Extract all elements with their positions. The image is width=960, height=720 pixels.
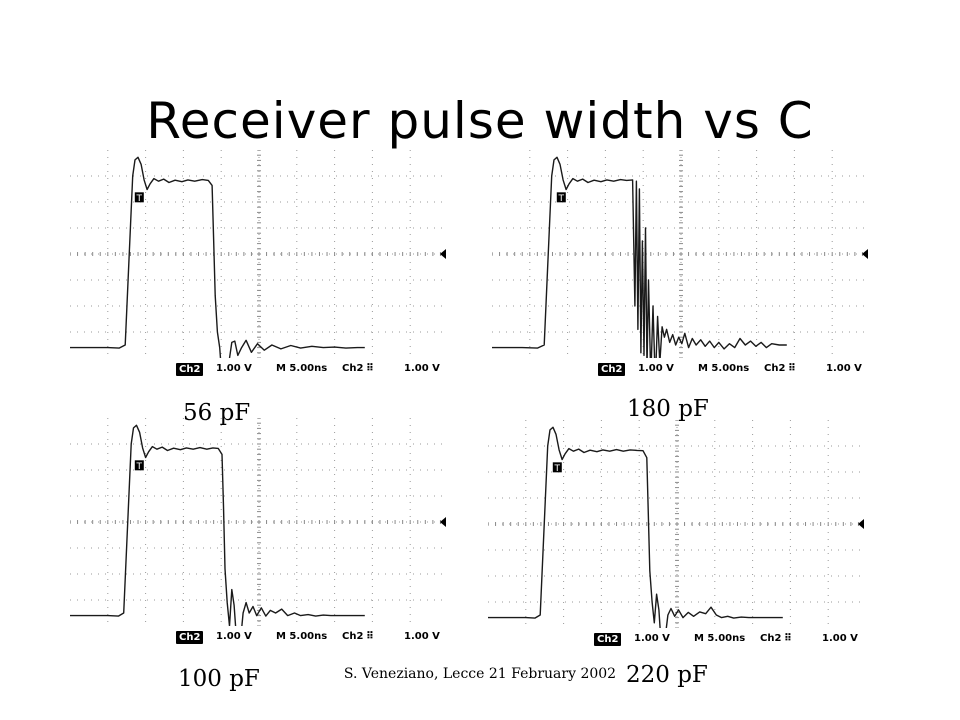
trigger-level-arrow-icon bbox=[862, 249, 868, 259]
trigger-marker-label: T bbox=[136, 194, 143, 204]
capacitance-label-180pf: 180 pF bbox=[627, 396, 709, 422]
trigger-marker-label: T bbox=[558, 194, 565, 204]
trigger-marker: T bbox=[556, 192, 566, 204]
scope-screen: T bbox=[492, 150, 870, 358]
timebase: M 5.00ns bbox=[276, 363, 328, 374]
trigger-marker-label: T bbox=[554, 464, 561, 474]
waveform-trace bbox=[70, 424, 365, 626]
scope-status-bar: Ch2 1.00 V M 5.00ns Ch2 ⠿ 1.00 V bbox=[70, 626, 448, 648]
scope-180pf: T Ch2 1.00 V M 5.00ns Ch2 ⠿ 1.00 V bbox=[492, 150, 870, 380]
capacitance-label-220pf: 220 pF bbox=[626, 662, 708, 688]
rising-edge-icon: ⠿ bbox=[366, 631, 374, 642]
capacitance-label-100pf: 100 pF bbox=[178, 666, 260, 692]
channel-badge: Ch2 bbox=[176, 631, 204, 644]
scope-100pf: T Ch2 1.00 V M 5.00ns Ch2 ⠿ 1.00 V bbox=[70, 418, 448, 648]
graticule bbox=[70, 418, 448, 626]
trigger-channel: Ch2 bbox=[760, 633, 782, 644]
capacitance-label-56pf: 56 pF bbox=[183, 400, 251, 426]
waveform-trace bbox=[492, 156, 787, 358]
trigger-level-arrow-icon bbox=[440, 249, 446, 259]
trigger-channel: Ch2 bbox=[342, 631, 364, 642]
trigger-level-arrow-icon bbox=[858, 519, 864, 529]
trigger-level: 1.00 V bbox=[826, 363, 862, 374]
scope-status-bar: Ch2 1.00 V M 5.00ns Ch2 ⠿ 1.00 V bbox=[70, 358, 448, 380]
channel-scale: 1.00 V bbox=[216, 631, 252, 642]
trigger-marker: T bbox=[134, 460, 144, 472]
rising-edge-icon: ⠿ bbox=[784, 633, 792, 644]
trigger-level: 1.00 V bbox=[404, 631, 440, 642]
rising-edge-icon: ⠿ bbox=[788, 363, 796, 374]
scope-screen: T bbox=[70, 150, 448, 358]
scope-56pf: T Ch2 1.00 V M 5.00ns Ch2 ⠿ 1.00 V bbox=[70, 150, 448, 380]
waveform-trace bbox=[70, 156, 365, 358]
timebase: M 5.00ns bbox=[694, 633, 746, 644]
channel-scale: 1.00 V bbox=[634, 633, 670, 644]
scope-screen: T bbox=[70, 418, 448, 626]
graticule bbox=[70, 150, 448, 358]
trigger-channel: Ch2 bbox=[342, 363, 364, 374]
scope-status-bar: Ch2 1.00 V M 5.00ns Ch2 ⠿ 1.00 V bbox=[488, 628, 866, 650]
scope-220pf: T Ch2 1.00 V M 5.00ns Ch2 ⠿ 1.00 V bbox=[488, 420, 866, 650]
trigger-marker-label: T bbox=[136, 462, 143, 472]
trigger-level: 1.00 V bbox=[822, 633, 858, 644]
channel-scale: 1.00 V bbox=[638, 363, 674, 374]
slide-footer: S. Veneziano, Lecce 21 February 2002 bbox=[343, 666, 617, 682]
channel-badge: Ch2 bbox=[176, 363, 204, 376]
waveform-trace bbox=[488, 426, 783, 628]
channel-badge: Ch2 bbox=[598, 363, 626, 376]
channel-scale: 1.00 V bbox=[216, 363, 252, 374]
graticule bbox=[492, 150, 870, 358]
trigger-level-arrow-icon bbox=[440, 517, 446, 527]
trigger-channel: Ch2 bbox=[764, 363, 786, 374]
scope-status-bar: Ch2 1.00 V M 5.00ns Ch2 ⠿ 1.00 V bbox=[492, 358, 870, 380]
rising-edge-icon: ⠿ bbox=[366, 363, 374, 374]
channel-badge: Ch2 bbox=[594, 633, 622, 646]
trigger-level: 1.00 V bbox=[404, 363, 440, 374]
slide-title: Receiver pulse width vs C bbox=[146, 92, 814, 150]
graticule bbox=[488, 420, 866, 628]
trigger-marker: T bbox=[552, 462, 562, 474]
trigger-marker: T bbox=[134, 192, 144, 204]
scope-screen: T bbox=[488, 420, 866, 628]
timebase: M 5.00ns bbox=[698, 363, 750, 374]
timebase: M 5.00ns bbox=[276, 631, 328, 642]
